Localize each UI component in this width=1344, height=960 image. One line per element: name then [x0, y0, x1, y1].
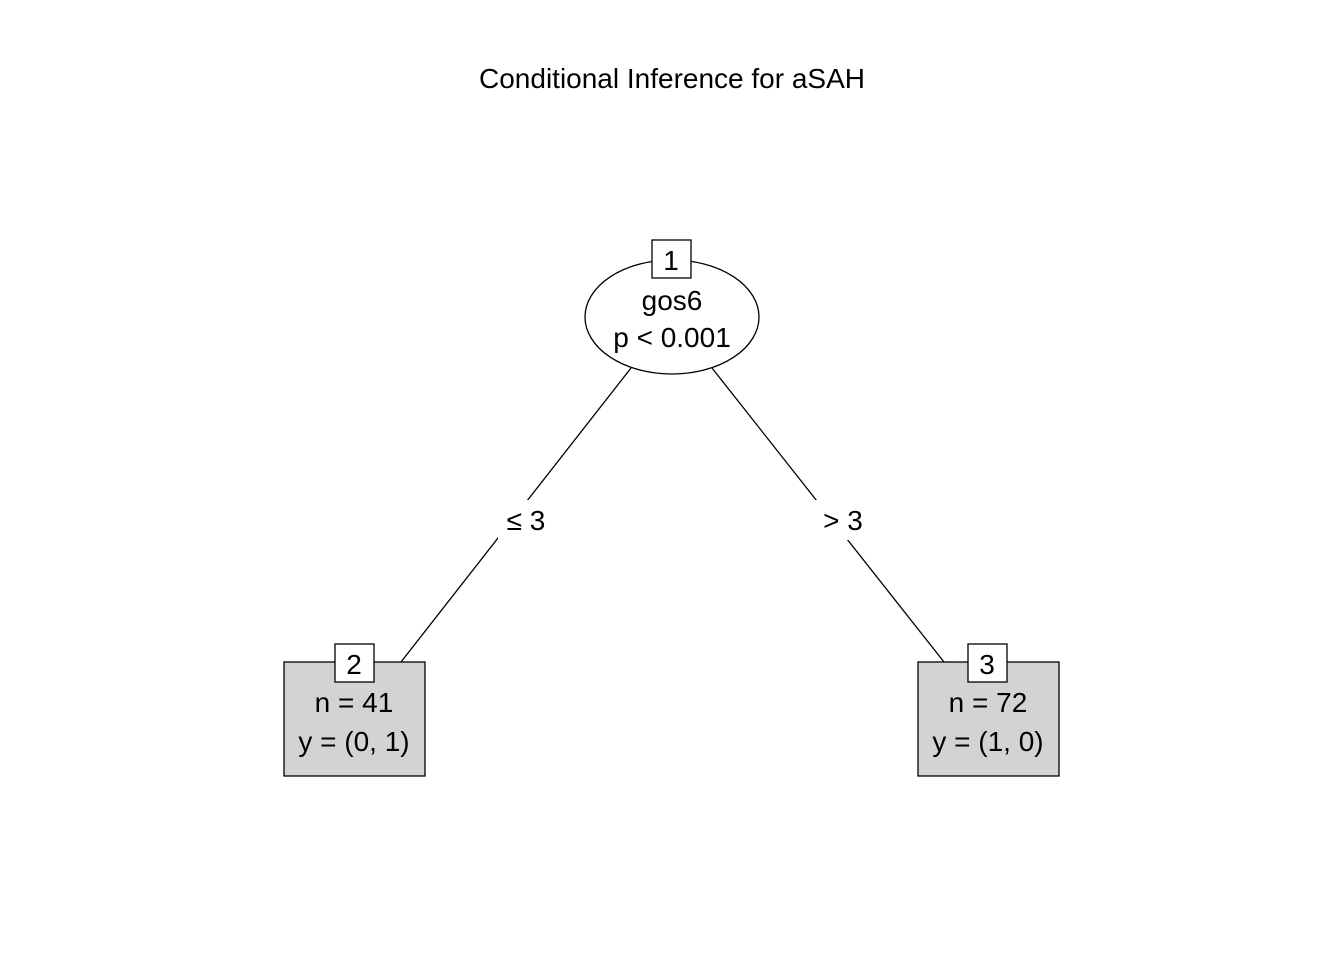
- terminal-node-left-n: n = 41: [315, 687, 394, 718]
- terminal-node-right-id-box: [967, 643, 1008, 683]
- terminal-node-left-id: 2: [346, 649, 362, 680]
- terminal-node-left-id-box: [334, 643, 375, 683]
- terminal-node-right-y: y = (1, 0): [932, 726, 1043, 757]
- edge-label-right: > 3: [823, 505, 863, 536]
- root-node-id: 1: [663, 245, 679, 276]
- edge-label-left-bg: [498, 500, 554, 540]
- root-node-p-value: p < 0.001: [613, 322, 731, 353]
- diagram-title: Conditional Inference for aSAH: [479, 63, 865, 94]
- root-node-id-box: [651, 239, 692, 279]
- root-node-variable: gos6: [642, 285, 703, 316]
- terminal-node-right-n: n = 72: [949, 687, 1028, 718]
- terminal-node-right-id: 3: [979, 649, 995, 680]
- edge-label-right-bg: [815, 500, 871, 540]
- terminal-node-left-y: y = (0, 1): [298, 726, 409, 757]
- edge-label-left: ≤ 3: [507, 505, 546, 536]
